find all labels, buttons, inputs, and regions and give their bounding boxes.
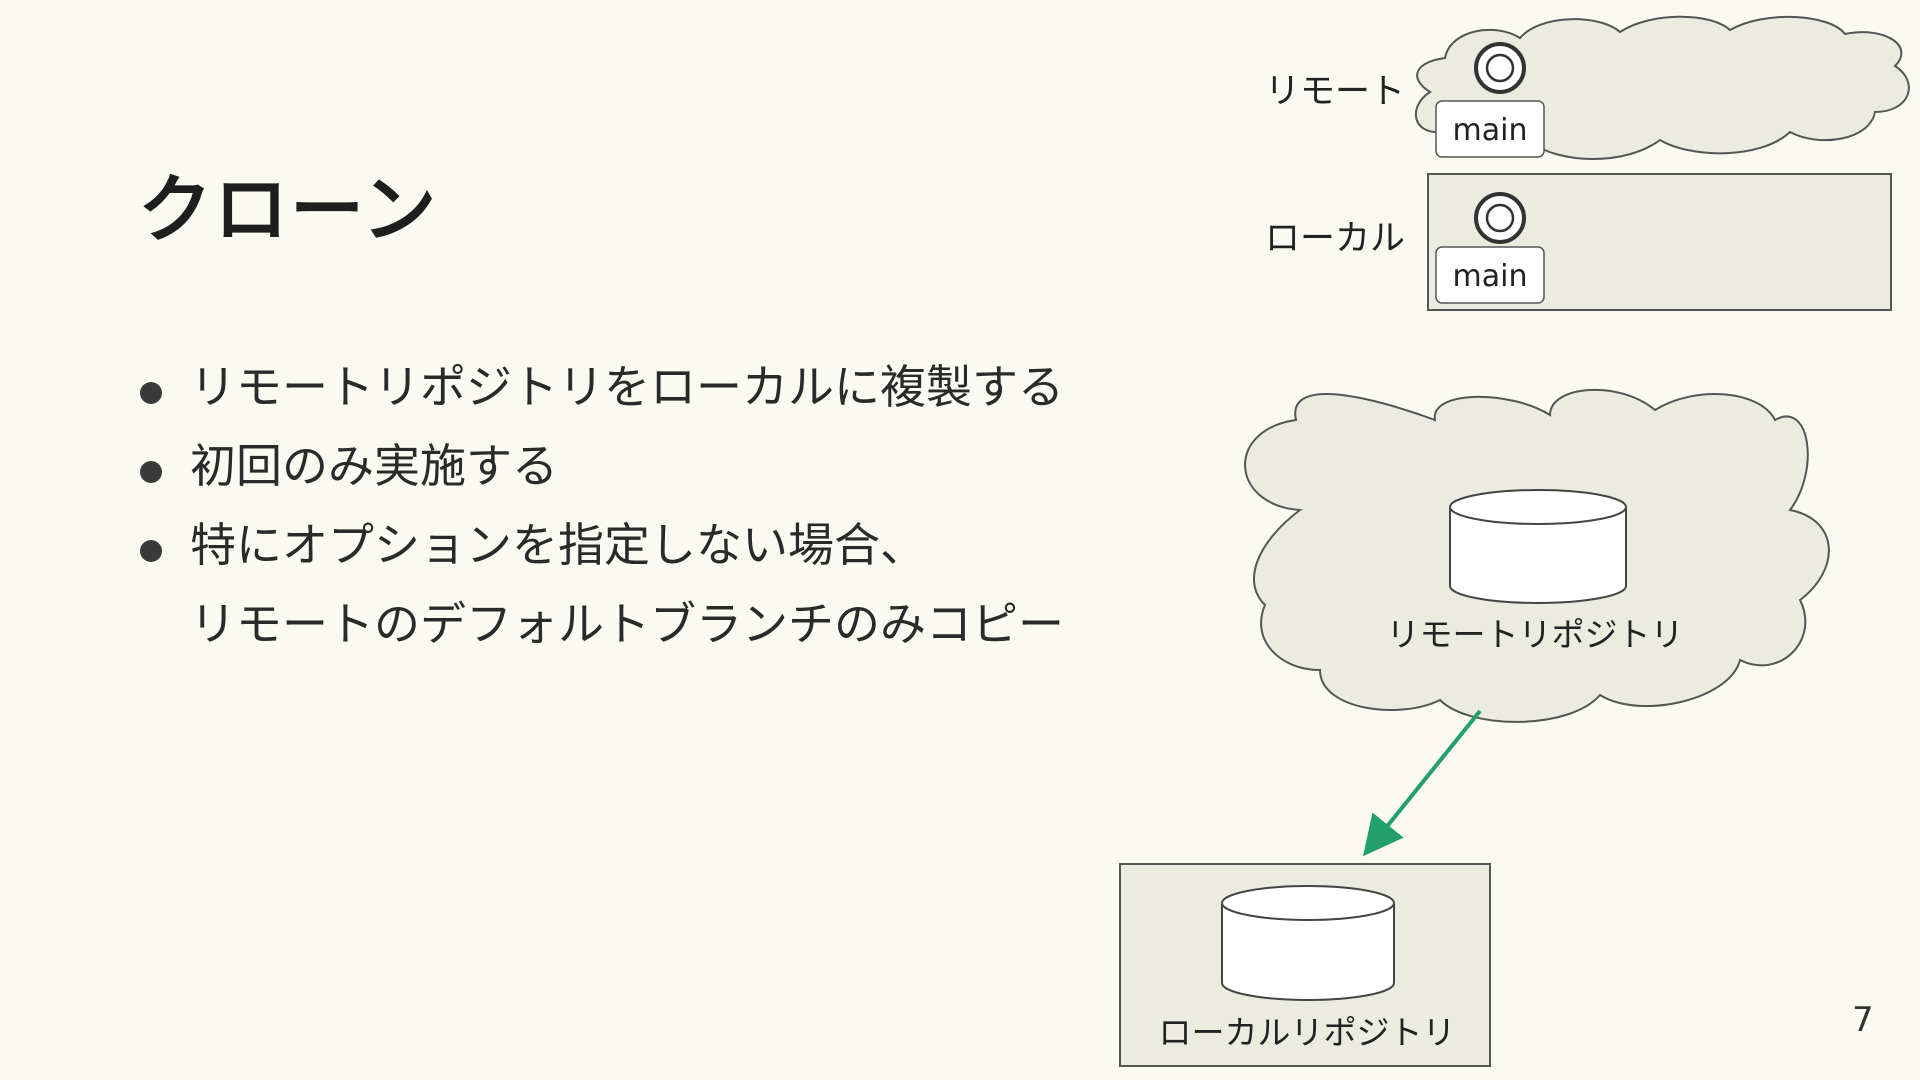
bullet-text: リモートリポジトリをローカルに複製する	[190, 360, 1064, 414]
bullet-item: リモートリポジトリをローカルに複製する	[138, 348, 1064, 427]
local-repository-icon	[1221, 885, 1395, 1001]
local-repository-label: ローカルリポジトリ	[1159, 1013, 1456, 1052]
remote-branch-label: main	[1453, 113, 1528, 148]
bullet-text-continuation: リモートのデフォルトブランチのみコピー	[190, 597, 1064, 651]
remote-repository-icon	[1449, 489, 1627, 604]
page-number: 7	[1852, 1000, 1874, 1040]
clone-arrow	[1362, 709, 1482, 857]
slide-title: クローン	[138, 167, 439, 253]
local-branch-label: main	[1453, 259, 1528, 294]
bullet-item: 初回のみ実施する	[138, 427, 1064, 506]
local-legend-label: ローカル	[1265, 219, 1405, 259]
bullet-item: 特にオプションを指定しない場合、 リモートのデフォルトブランチのみコピー	[138, 506, 1064, 664]
remote-branch-tag	[1435, 100, 1545, 158]
local-branch-tag	[1435, 246, 1545, 304]
remote-legend-label: リモート	[1265, 72, 1405, 112]
remote-repository-label: リモートリポジトリ	[1387, 615, 1684, 654]
bullet-text: 特にオプションを指定しない場合、	[190, 518, 926, 572]
bullet-text: 初回のみ実施する	[190, 439, 558, 493]
bullet-list: リモートリポジトリをローカルに複製する 初回のみ実施する 特にオプションを指定し…	[138, 348, 1064, 664]
